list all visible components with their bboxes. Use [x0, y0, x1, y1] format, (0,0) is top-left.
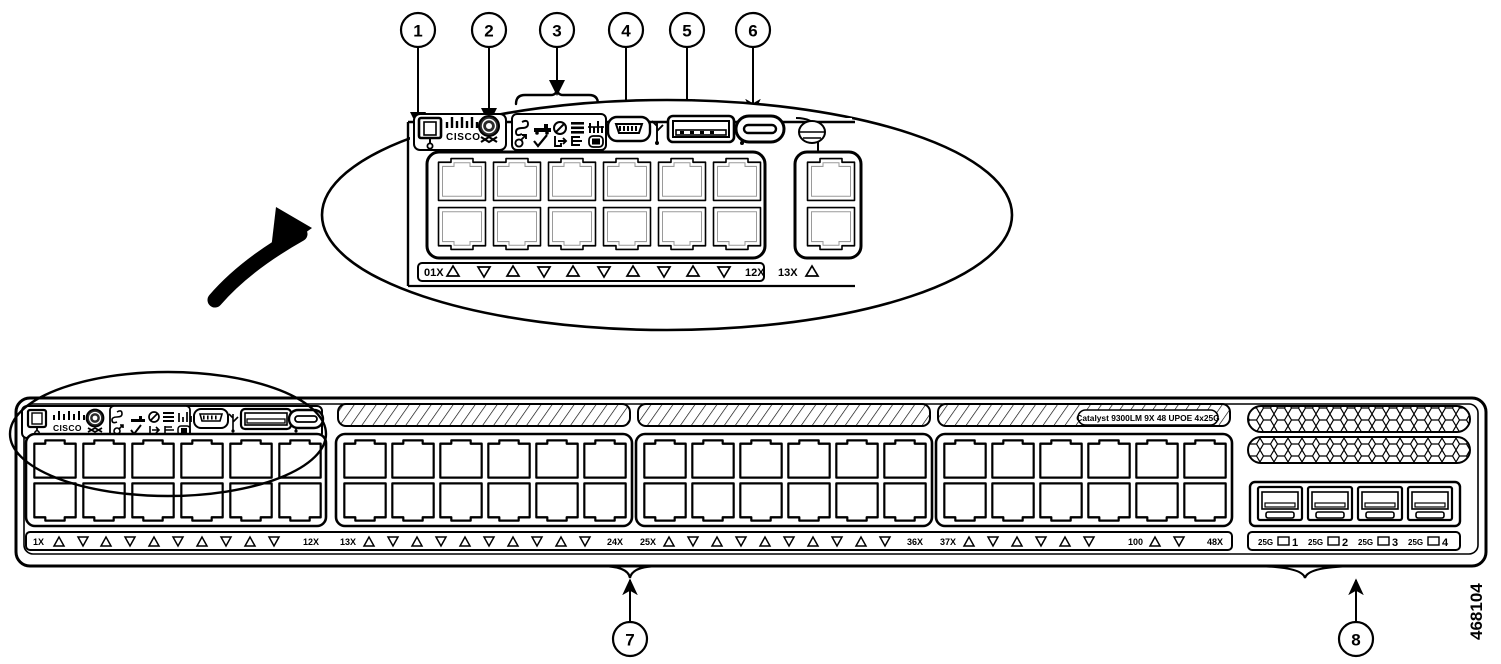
- highlight-ellipse: [8, 370, 328, 498]
- usb-mini-b-port[interactable]: [193, 408, 229, 429]
- cisco-logo: CISCO: [445, 117, 481, 143]
- uplink-number: 3: [1392, 537, 1398, 549]
- cisco-wordmark: CISCO: [53, 423, 82, 433]
- uplink-speed: 25G: [1358, 538, 1373, 547]
- usb-type-a-port[interactable]: [666, 114, 736, 144]
- callout-bubble-1: 1: [399, 11, 437, 49]
- callout-bubble-2: 2: [470, 11, 508, 49]
- uplink-number: 2: [1342, 537, 1348, 549]
- chassis-service-panel: CISCO: [21, 405, 325, 439]
- usb-symbol-icon: [651, 120, 664, 145]
- mode-button[interactable]: [478, 115, 500, 144]
- callout-leaders-bottom: [599, 564, 1364, 622]
- model-badge: Catalyst 9300LM 9X 48 UPOE 4x25G: [1076, 409, 1220, 426]
- stack-led-icon: [571, 122, 584, 134]
- callout-label: 5: [682, 22, 691, 41]
- status-leds: [514, 119, 604, 148]
- check-led-icon: [533, 134, 548, 148]
- fan-grilles: [1247, 405, 1471, 464]
- figure-id: 468104: [1467, 583, 1486, 640]
- console-led-icon: [588, 135, 604, 148]
- speed-led-icon: [515, 119, 529, 137]
- activity-led-icon: [588, 121, 604, 133]
- sfp-cage[interactable]: [1406, 485, 1454, 522]
- poe-led-icon: [534, 124, 551, 135]
- callout-label: 1: [413, 22, 422, 41]
- callout-label: 3: [552, 22, 561, 41]
- callout-bubble-8: 8: [1337, 620, 1375, 658]
- mode-button[interactable]: [85, 408, 105, 434]
- uplink-number: 4: [1442, 537, 1449, 549]
- uplink-port-labels: 25G 1 25G 2 25G 3 25G 4: [1258, 536, 1449, 549]
- status-leds: [111, 410, 192, 436]
- callout-bubble-3: 3: [538, 11, 576, 49]
- usb-mini-b-port[interactable]: [606, 115, 652, 143]
- chassis: CISCO: [14, 396, 1488, 568]
- export-led-icon: [554, 136, 568, 147]
- callout-bubble-6: 6: [734, 11, 772, 49]
- callout-label: 4: [621, 22, 631, 41]
- callout-label: 6: [748, 22, 757, 41]
- usb-symbol-icon: [228, 413, 239, 433]
- uplink-ports: [1248, 480, 1462, 528]
- callout-bubble-5: 5: [668, 11, 706, 49]
- port-label: 37X: [940, 537, 956, 547]
- uplink-speed: 25G: [1408, 538, 1423, 547]
- status-led-icon: [553, 121, 567, 135]
- port-label: 48X: [1207, 537, 1223, 547]
- callout-bubble-7: 7: [611, 620, 649, 658]
- port-label-mid: 100: [1128, 537, 1143, 547]
- sfp-cage[interactable]: [1356, 485, 1404, 522]
- console-port-icon: [417, 116, 443, 150]
- port-direction-markers: [52, 535, 1186, 548]
- port-label-start: 01X: [424, 267, 444, 279]
- uplink-label-strip: [1247, 531, 1461, 551]
- downlink-port-labels: 1X 12X 13X 24X 25X 36X 37X 48X 100: [33, 537, 1223, 547]
- cisco-logo: CISCO: [53, 411, 85, 433]
- port-label-strip: [25, 531, 1233, 551]
- detail-panel: CISCO: [406, 113, 863, 290]
- uplink-number: 1: [1292, 537, 1298, 549]
- port-label: 12X: [303, 537, 319, 547]
- uplink-speed: 25G: [1258, 538, 1273, 547]
- hierarchy-led-icon: [571, 136, 582, 146]
- usb-type-c-port[interactable]: [287, 408, 325, 430]
- duplex-led-icon: [514, 134, 527, 148]
- port-label-next: 13X: [778, 267, 798, 279]
- callout-label: 2: [484, 22, 493, 41]
- port-label: 13X: [340, 537, 356, 547]
- uplink-speed: 25G: [1308, 538, 1323, 547]
- sfp-cage[interactable]: [1306, 485, 1354, 522]
- usb-type-a-port[interactable]: [239, 407, 293, 431]
- port-label: 25X: [640, 537, 656, 547]
- cisco-wordmark: CISCO: [446, 132, 481, 143]
- usb-type-c-port[interactable]: [734, 114, 786, 144]
- port-label: 1X: [33, 537, 44, 547]
- port-label: 24X: [607, 537, 623, 547]
- port-label: 36X: [907, 537, 923, 547]
- downlink-ports: [24, 432, 1234, 528]
- callout-bubble-4: 4: [607, 11, 645, 49]
- model-name: Catalyst 9300LM 9X 48 UPOE 4x25G: [1076, 413, 1219, 423]
- callout-label: 7: [625, 631, 634, 650]
- port-label-end: 12X: [745, 267, 765, 279]
- callout-label: 8: [1351, 631, 1360, 650]
- sfp-cage[interactable]: [1256, 485, 1304, 522]
